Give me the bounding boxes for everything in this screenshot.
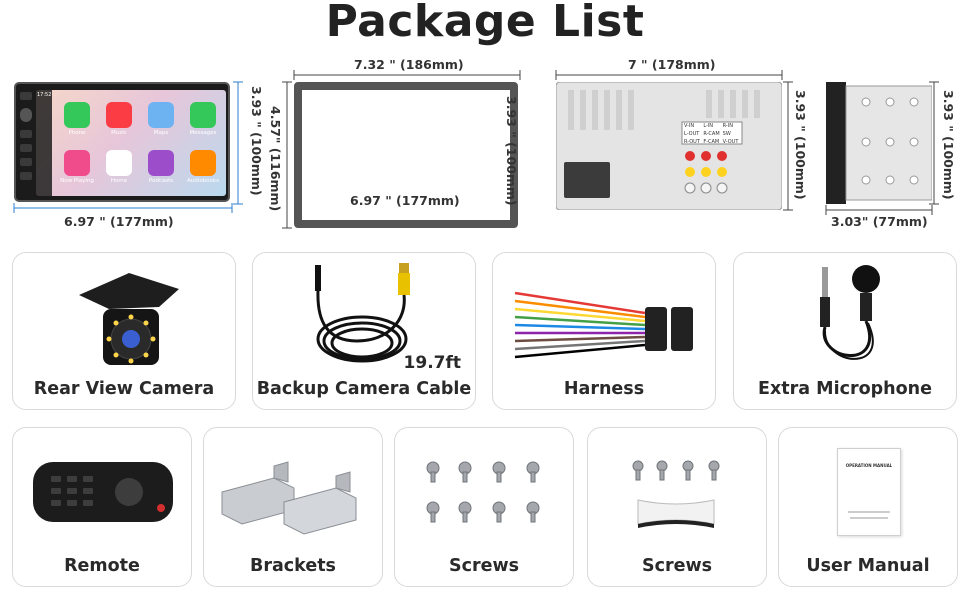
carplay-screen: 17:52 Phone Music Maps Messages Now Play… [36, 90, 226, 196]
frame-inner-height-label: 3.93 " (100mm) [504, 96, 519, 206]
brackets-icon [221, 461, 357, 535]
item-label: Harness [563, 379, 645, 399]
volume-knob-icon [20, 108, 32, 122]
item-label: Screws [641, 556, 713, 576]
unit-width-label: 6.97 " (177mm) [64, 214, 174, 229]
back-width-label: 7 " (178mm) [628, 57, 716, 72]
podcasts-app-icon [148, 150, 174, 176]
iso-connector-icon [564, 162, 610, 198]
card-backup-camera-cable: 19.7ft Backup Camera Cable [252, 252, 476, 410]
rca-label: SW [722, 131, 731, 137]
side-view [826, 82, 932, 204]
card-remote: Remote [12, 427, 192, 587]
microphone-icon [820, 265, 880, 360]
rca-label-grid: V-IN L-IN R-IN L-OUT R-CAM SW R-OUT F-CA… [684, 122, 742, 146]
item-label: Rear View Camera [33, 379, 215, 399]
item-label: Backup Camera Cable [256, 379, 472, 399]
screen-time: 17:52 [37, 92, 52, 98]
rca-label: L-IN [703, 123, 714, 129]
audiobooks-app-icon [190, 150, 216, 176]
mounting-frame [294, 82, 518, 228]
rca-label: L-OUT [684, 131, 700, 137]
maps-app-icon [148, 102, 174, 128]
app-label: Maps [153, 130, 169, 136]
side-height-label: 3.93 " (100mm) [941, 90, 956, 200]
cable-icon [315, 263, 410, 363]
power-button-icon [20, 92, 32, 100]
side-button [20, 172, 32, 180]
head-unit-front: 17:52 Phone Music Maps Messages Now Play… [14, 82, 230, 202]
messages-app-icon [190, 102, 216, 128]
rca-label: F-CAM [703, 139, 720, 145]
rca-label: R-OUT [684, 139, 700, 145]
music-app-icon [106, 102, 132, 128]
card-harness: Harness [492, 252, 716, 410]
frame-outer-height-label: 4.57" (116mm) [268, 106, 283, 212]
rca-label: R-IN [722, 123, 733, 129]
cable-length-label: 19.7ft [403, 353, 461, 373]
screws-icon [426, 461, 540, 523]
manual-doc-title: OPERATION MANUAL [845, 463, 893, 468]
item-label: Extra Microphone [758, 379, 932, 399]
carplay-dock [36, 90, 52, 196]
unit-height-label: 3.93 " (100mm) [249, 86, 264, 196]
screws-icon [632, 460, 720, 528]
card-rear-view-camera: Rear View Camera [12, 252, 236, 410]
rca-label: V-IN [684, 123, 695, 129]
app-label: Music [111, 130, 127, 136]
harness-icon [514, 291, 693, 359]
card-brackets: Brackets [203, 427, 383, 587]
phone-app-icon [64, 102, 90, 128]
side-button [20, 144, 32, 152]
card-extra-microphone: Extra Microphone [733, 252, 957, 410]
frame-inner-width-label: 6.97 " (177mm) [350, 193, 460, 208]
item-label: Brackets [250, 556, 336, 576]
home-app-icon [106, 150, 132, 176]
page-title: Package List [325, 0, 645, 47]
app-label: Messages [189, 130, 217, 136]
app-label: Home [110, 178, 128, 184]
remote-icon [33, 462, 173, 522]
back-height-label: 3.93 " (100mm) [793, 90, 808, 200]
side-button [20, 130, 32, 138]
app-label: Phone [68, 130, 86, 136]
card-screws-2: Screws [587, 427, 767, 587]
camera-icon [79, 273, 179, 365]
rca-label: V-OUT [722, 139, 739, 145]
now-playing-app-icon [64, 150, 90, 176]
item-label: User Manual [806, 556, 930, 576]
card-user-manual: OPERATION MANUAL User Manual [778, 427, 958, 587]
app-label: Audiobooks [187, 178, 219, 184]
app-label: Podcasts [148, 178, 174, 184]
side-depth-label: 3.03" (77mm) [831, 214, 928, 229]
card-screws-1: Screws [394, 427, 574, 587]
divider [850, 517, 888, 519]
divider [848, 511, 890, 513]
rca-label: R-CAM [703, 131, 720, 137]
item-label: Remote [64, 556, 140, 576]
back-panel [556, 82, 782, 210]
item-label: Screws [448, 556, 520, 576]
app-label: Now Playing [60, 178, 94, 184]
side-button [20, 158, 32, 166]
frame-outer-width-label: 7.32 " (186mm) [354, 57, 464, 72]
manual-icon: OPERATION MANUAL [837, 448, 901, 536]
